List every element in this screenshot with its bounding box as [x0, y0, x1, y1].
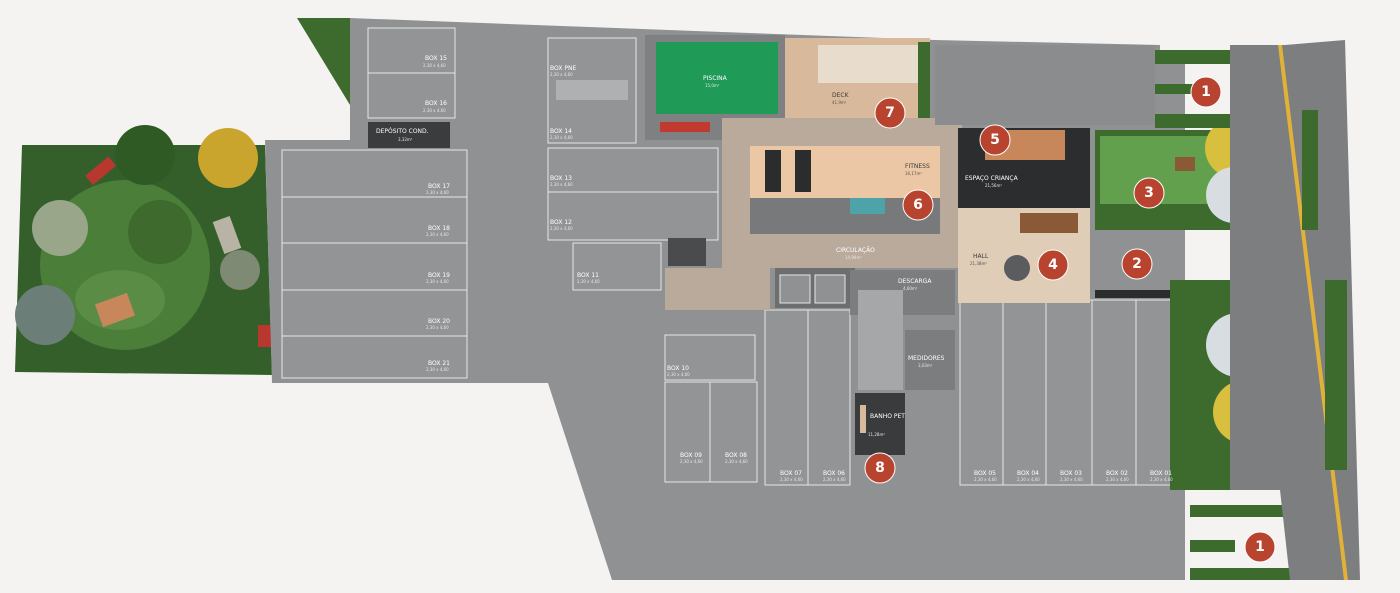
markers: 1 2 3 4 5 6 7 8 1 — [864, 76, 1276, 563]
room-sub-espaco: 21,56m² — [985, 183, 1002, 188]
box-label: BOX 05 — [974, 470, 996, 477]
box-sub: 2,30 x 4,60 — [550, 72, 573, 77]
box-label: BOX 21 — [428, 360, 450, 367]
marker-label: 4 — [1048, 257, 1058, 273]
box-sub: 2,30 x 4,60 — [1106, 477, 1129, 482]
box-label: BOX 10 — [667, 365, 689, 372]
box-label: BOX 08 — [725, 452, 747, 459]
box-sub: 2,30 x 4,60 — [550, 182, 573, 187]
box-sub: 2,30 x 4,60 — [426, 190, 449, 195]
box-label: BOX 14 — [550, 128, 572, 135]
box-label: BOX 07 — [780, 470, 802, 477]
marker-label: 3 — [1144, 185, 1154, 201]
marker-label: 1 — [1255, 539, 1265, 555]
box-sub: 2,30 x 4,60 — [423, 63, 446, 68]
box-label: BOX 06 — [823, 470, 845, 477]
marker-circle — [1133, 177, 1165, 209]
box-label: BOX 13 — [550, 175, 572, 182]
marker-circle — [864, 452, 896, 484]
box-label: BOX 16 — [425, 100, 447, 107]
garden-left — [15, 125, 272, 375]
marker-label: 6 — [913, 197, 923, 213]
garden-triangle — [297, 18, 350, 105]
marker-label: 1 — [1201, 84, 1211, 100]
box-sub: 2,30 x 4,60 — [823, 477, 846, 482]
marker-label: 7 — [885, 105, 895, 121]
room-sub-banho: 11,28m² — [868, 432, 885, 437]
box-sub: 2,30 x 4,60 — [577, 279, 600, 284]
box-label: BOX 04 — [1017, 470, 1039, 477]
marker-circle — [902, 189, 934, 221]
room-sub-circulacao: 14,94m² — [845, 255, 862, 260]
marker-circle — [979, 124, 1011, 156]
box-sub: 2,30 x 4,60 — [426, 325, 449, 330]
room-labels: DEPÓSITO COND. 3,32m² PISCINA 15,0m² DEC… — [376, 75, 1019, 437]
box-sub: 2,30 x 4,60 — [550, 226, 573, 231]
room-label-banho: BANHO PET — [870, 413, 905, 420]
box-sub: 2,30 x 4,60 — [667, 372, 690, 377]
box-label: BOX 17 — [428, 183, 450, 190]
marker-circle — [874, 97, 906, 129]
room-sub-deposito: 3,32m² — [398, 137, 413, 142]
room-label-medidores: MEDIDORES — [908, 355, 945, 362]
box-sub: 2,30 x 4,60 — [1150, 477, 1173, 482]
box-sub: 2,30 x 4,60 — [1017, 477, 1040, 482]
box-sub: 2,30 x 4,60 — [426, 367, 449, 372]
room-label-deck: DECK — [832, 92, 850, 99]
room-label-circulacao: CIRCULAÇÃO — [836, 247, 875, 254]
box-label: BOX 19 — [428, 272, 450, 279]
box-labels: BOX 15 2,30 x 4,60 BOX 16 2,30 x 4,60 BO… — [423, 55, 1173, 482]
box-label: BOX 12 — [550, 219, 572, 226]
box-sub: 2,30 x 4,60 — [680, 459, 703, 464]
room-label-hall: HALL — [973, 253, 989, 260]
box-label: BOX 18 — [428, 225, 450, 232]
marker-circle — [1037, 249, 1069, 281]
room-sub-medidores: 3,03m² — [918, 363, 933, 368]
room-label-descarga: DESCARGA — [898, 278, 932, 285]
room-sub-descarga: 4,60m² — [903, 286, 918, 291]
box-sub: 2,30 x 4,60 — [426, 232, 449, 237]
room-label-piscina: PISCINA — [703, 75, 728, 82]
box-sub: 2,30 x 4,60 — [423, 108, 446, 113]
box-label: BOX 02 — [1106, 470, 1128, 477]
box-label: BOX 15 — [425, 55, 447, 62]
room-sub-hall: 21,38m² — [970, 261, 987, 266]
box-label: BOX 11 — [577, 272, 599, 279]
marker-label: 5 — [990, 132, 1000, 148]
room-label-deposito: DEPÓSITO COND. — [376, 128, 429, 135]
marker-circle — [1121, 248, 1153, 280]
box-sub: 2,30 x 4,60 — [426, 279, 449, 284]
room-label-espaco: ESPAÇO CRIANÇA — [965, 175, 1019, 182]
box-sub: 2,30 x 4,60 — [1060, 477, 1083, 482]
room-sub-deck: 41,9m² — [832, 100, 847, 105]
room-label-fitness: FITNESS — [905, 163, 930, 170]
box-label: BOX 09 — [680, 452, 702, 459]
room-sub-fitness: 16,17m² — [905, 171, 922, 176]
marker-label: 2 — [1132, 256, 1142, 272]
box-sub: 2,30 x 4,60 — [725, 459, 748, 464]
box-label: BOX 03 — [1060, 470, 1082, 477]
box-sub: 2,30 x 4,60 — [550, 135, 573, 140]
box-label: BOX PNE — [550, 65, 576, 72]
box-label: BOX 01 — [1150, 470, 1172, 477]
box-label: BOX 20 — [428, 318, 450, 325]
room-sub-piscina: 15,0m² — [705, 83, 720, 88]
marker-label: 8 — [875, 460, 885, 476]
marker-circle — [1190, 76, 1222, 108]
box-sub: 2,30 x 4,60 — [780, 477, 803, 482]
box-sub: 2,30 x 4,60 — [974, 477, 997, 482]
marker-circle — [1244, 531, 1276, 563]
